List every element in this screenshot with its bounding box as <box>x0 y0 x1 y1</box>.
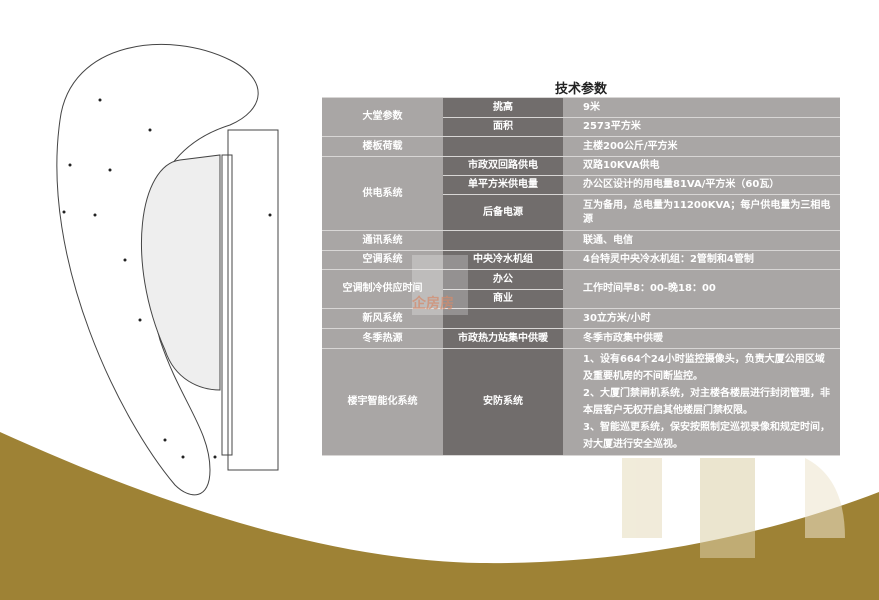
sub-header <box>443 136 563 157</box>
value-cell: 冬季市政集中供暖 <box>563 328 840 349</box>
row-header: 冬季热源 <box>322 328 443 349</box>
watermark-text: 企房房 <box>412 296 454 312</box>
building-illustration <box>622 458 845 558</box>
table-row: 供电系统市政双回路供电双路10KVA供电 <box>322 156 840 231</box>
value-cell: 30立方米/小时 <box>563 308 840 329</box>
row-header: 空调系统 <box>322 250 443 270</box>
value-cell: 办公区设计的用电量81VA/平方米（60瓦） <box>563 175 840 195</box>
value-cell: 双路10KVA供电 <box>563 156 840 176</box>
row-header: 楼板荷载 <box>322 136 443 157</box>
table-row: 楼板荷载 主楼200公斤/平方米 <box>322 136 840 157</box>
sub-header: 安防系统 <box>443 348 563 456</box>
table-row: 通讯系统 联通、电信 <box>322 230 840 251</box>
value-cell: 互为备用，总电量为11200KVA；每户供电量为三相电源 <box>563 194 840 231</box>
row-header: 楼宇智能化系统 <box>322 348 443 456</box>
sub-header: 市政双回路供电 <box>443 156 563 176</box>
value-cell: 工作时间早8：00-晚18：00 <box>563 269 840 309</box>
table-row: 空调制冷供应时间办公工作时间早8：00-晚18：00 <box>322 269 840 309</box>
watermark-logo: 企房房 <box>412 255 468 315</box>
table-row: 后备电源互为备用，总电量为11200KVA；每户供电量为三相电源 <box>322 194 840 231</box>
sub-header: 后备电源 <box>443 194 563 231</box>
sub-header <box>443 308 563 329</box>
row-header: 空调制冷供应时间 <box>322 269 443 309</box>
table-row: 新风系统 30立方米/小时 <box>322 308 840 329</box>
table-title: 技术参数 <box>554 82 607 97</box>
sub-header: 办公 <box>443 269 563 290</box>
value-cell: 联通、电信 <box>563 230 840 251</box>
floor-plan-drawing <box>56 44 279 496</box>
value-cell: 1、设有664个24小时监控摄像头，负责大厦公用区域及重要机房的不间断监控。 2… <box>563 348 840 456</box>
table-row: 冬季热源市政热力站集中供暖冬季市政集中供暖 <box>322 328 840 349</box>
sub-header: 市政热力站集中供暖 <box>443 328 563 349</box>
row-header: 供电系统 <box>322 156 443 231</box>
value-cell: 2573平方米 <box>563 117 840 137</box>
gold-wave <box>0 432 879 600</box>
sub-header: 单平方米供电量 <box>443 175 563 195</box>
sub-header: 挑高 <box>443 97 563 118</box>
value-cell: 主楼200公斤/平方米 <box>563 136 840 157</box>
row-header: 大堂参数 <box>322 97 443 137</box>
value-cell: 9米 <box>563 97 840 118</box>
value-cell: 4台特灵中央冷水机组：2管制和4管制 <box>563 250 840 270</box>
sub-header <box>443 230 563 251</box>
row-header: 通讯系统 <box>322 230 443 251</box>
sub-header: 面积 <box>443 117 563 137</box>
row-header: 新风系统 <box>322 308 443 329</box>
